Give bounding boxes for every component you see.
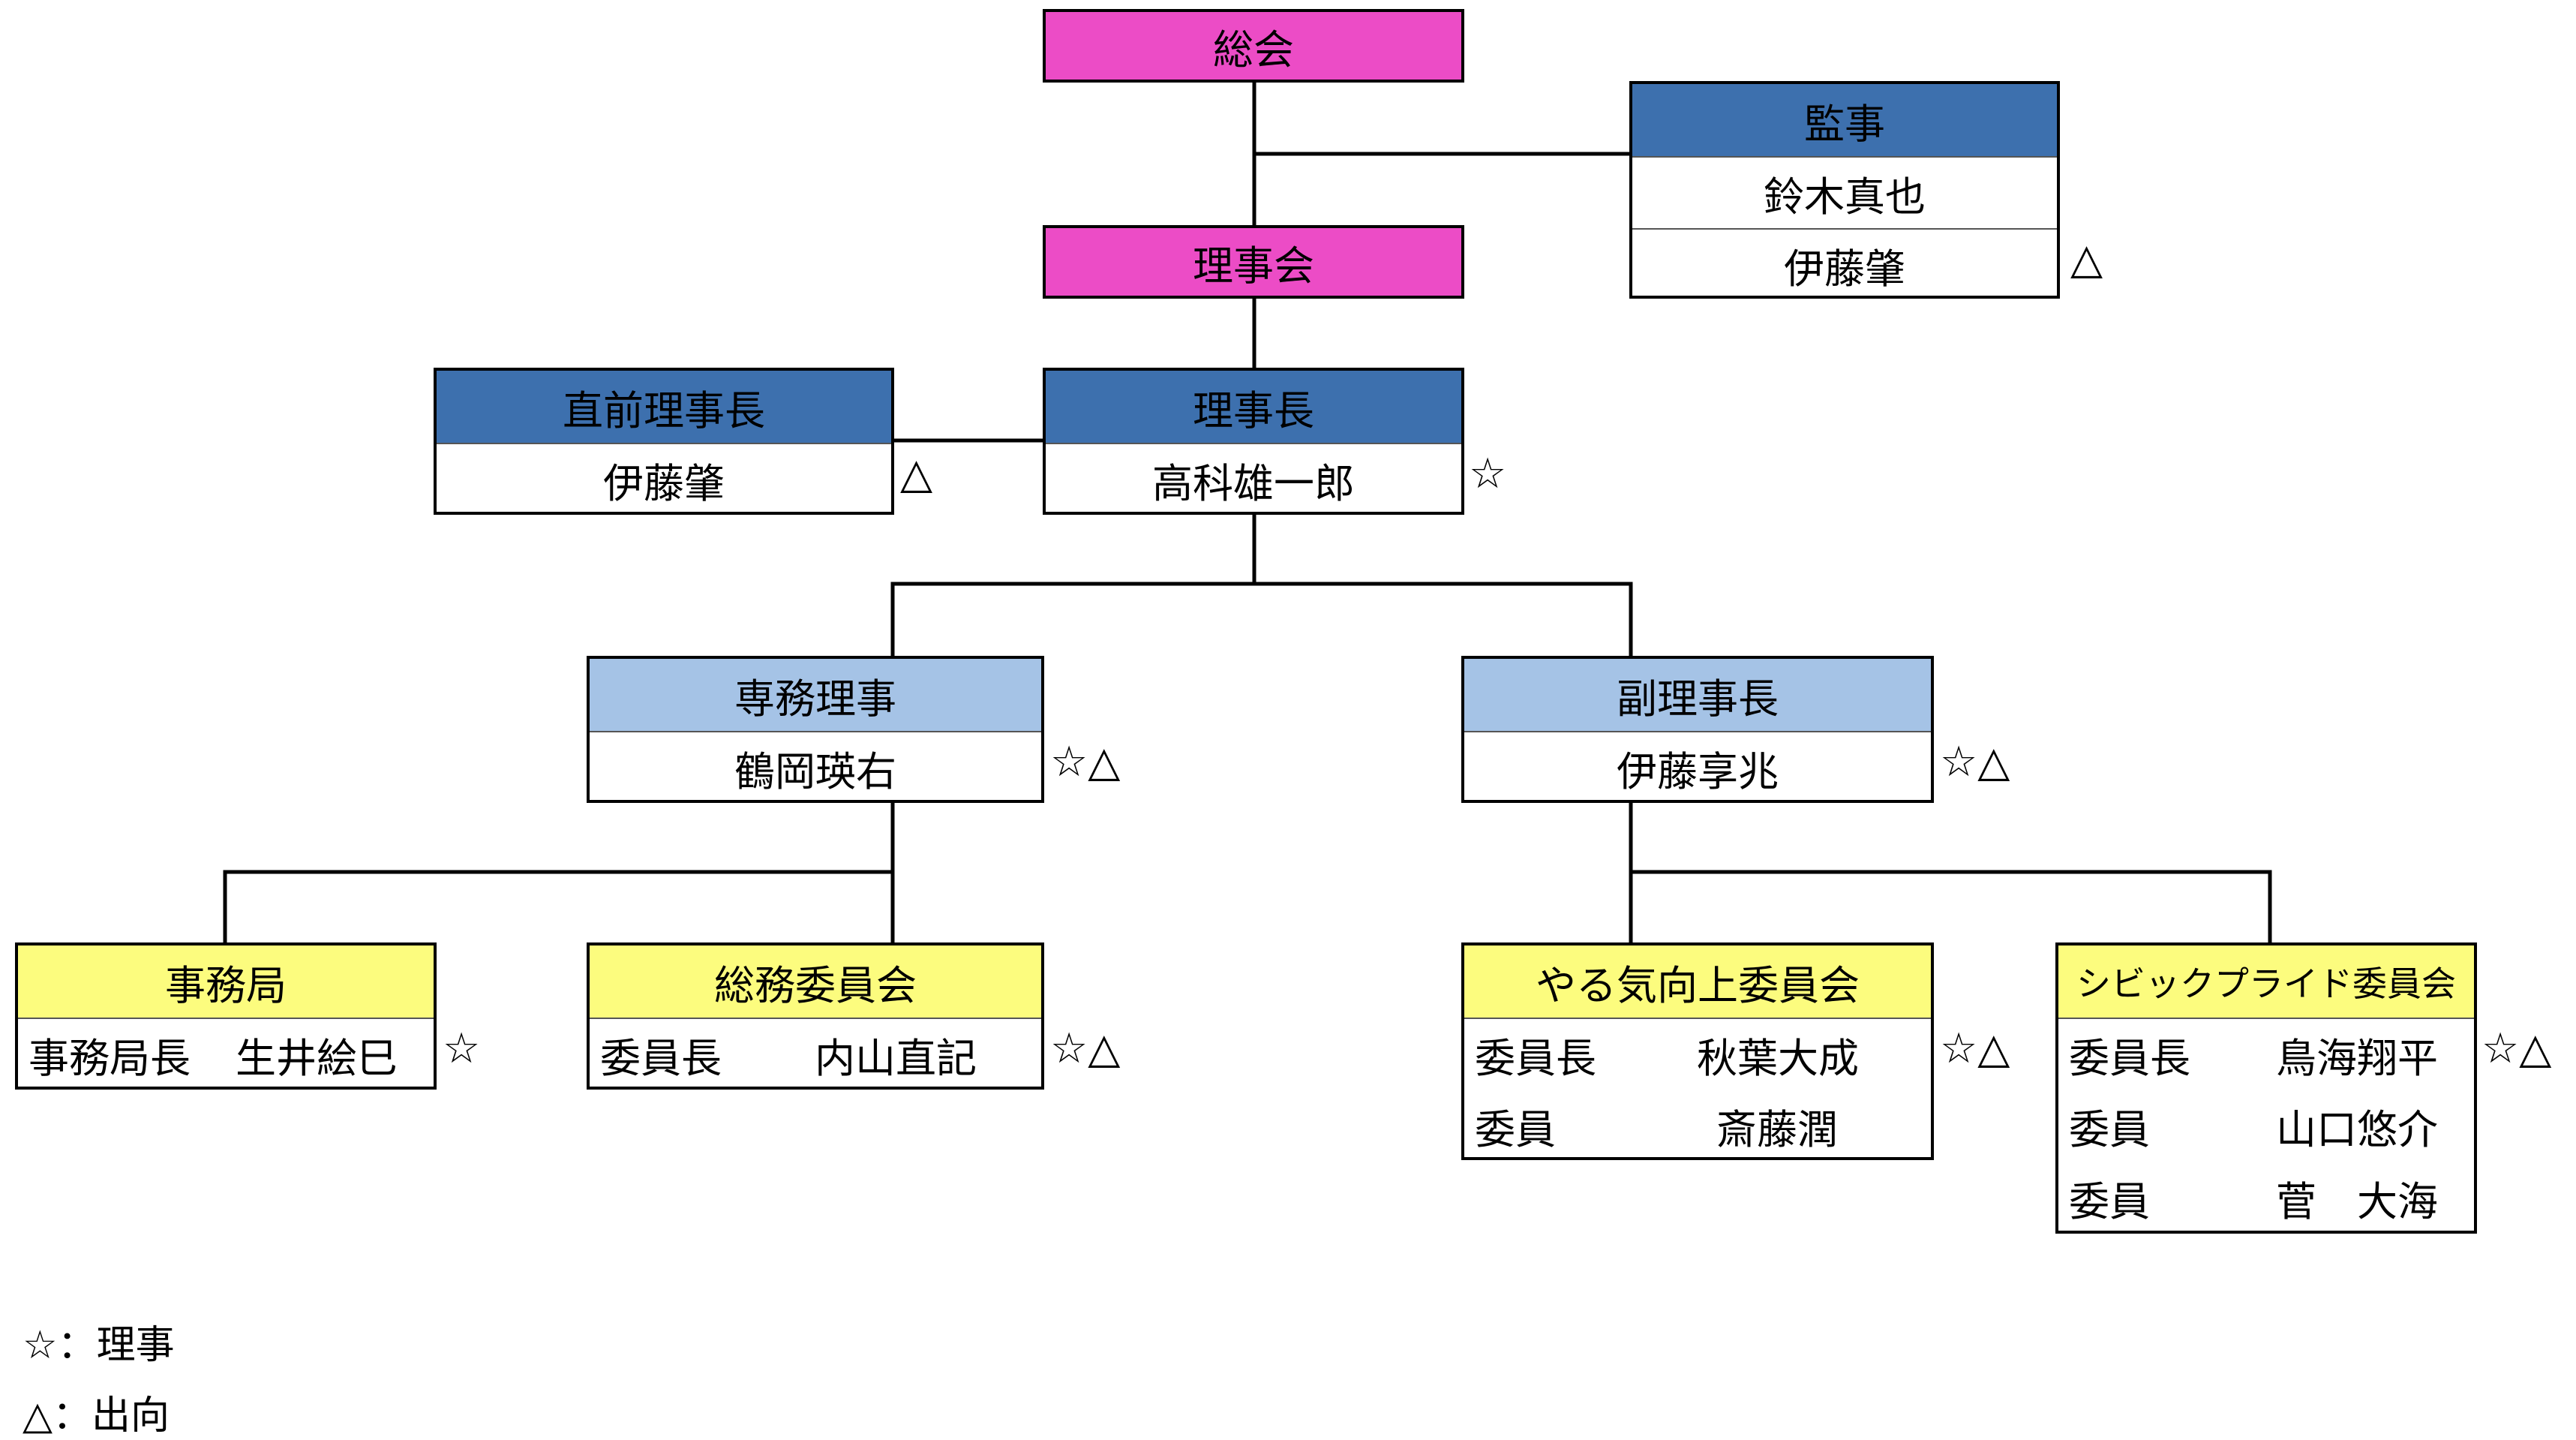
mark-yaruki: ☆△ (1940, 1024, 2010, 1073)
member-name: 伊藤享兆 (1464, 731, 1931, 803)
node-title: 総務委員会 (590, 945, 1041, 1018)
node-civic-pride-committee: シビックプライド委員会 委員長 鳥海翔平 委員 山口悠介 委員 菅 大海 (2055, 942, 2477, 1234)
member-name: 鈴木真也 (1632, 156, 2057, 228)
mark-senmu: ☆△ (1050, 738, 1121, 786)
node-auditor: 監事 鈴木真也 伊藤肇 (1629, 81, 2060, 299)
mark-chokuzen: △ (900, 449, 933, 498)
member-name: 高科雄一郎 (1046, 443, 1461, 515)
member-role: 委員 (2069, 1105, 2150, 1153)
member-name: 内山直記 (815, 1034, 977, 1082)
member-row: 委員 斎藤潤 (1464, 1090, 1931, 1162)
mark-jimukyoku: ☆ (443, 1024, 481, 1073)
member-role: 委員 (2069, 1177, 2150, 1225)
legend-star: ☆：理事 (23, 1323, 175, 1368)
member-role: 委員 (1475, 1105, 1556, 1153)
member-row: 委員長 内山直記 (590, 1018, 1041, 1090)
mark-civic: ☆△ (2481, 1024, 2552, 1073)
member-name: 斎藤潤 (1716, 1105, 1838, 1153)
member-row: 委員 菅 大海 (2058, 1162, 2474, 1234)
member-name: 鳥海翔平 (2276, 1034, 2438, 1082)
mark-fukurijicho: ☆△ (1940, 738, 2010, 786)
mark-soumu: ☆△ (1050, 1024, 1121, 1073)
node-general-assembly: 総会 (1043, 9, 1464, 83)
node-executive-director: 専務理事 鶴岡瑛右 (587, 656, 1044, 803)
connector-senmu-children (223, 801, 895, 944)
member-role: 委員長 (2069, 1034, 2190, 1082)
node-title: やる気向上委員会 (1464, 945, 1931, 1018)
node-title: 事務局 (18, 945, 434, 1018)
member-role: 委員長 (600, 1034, 722, 1082)
mark-kanji-ito: △ (2070, 235, 2103, 284)
member-role: 委員長 (1475, 1034, 1596, 1082)
node-title: 理事長 (1046, 371, 1461, 443)
node-title: 副理事長 (1464, 659, 1931, 731)
node-past-president: 直前理事長 伊藤肇 (434, 368, 894, 515)
member-name: 生井絵巳 (236, 1034, 398, 1082)
node-title: 理事会 (1046, 228, 1461, 296)
member-name: 菅 大海 (2276, 1177, 2438, 1225)
member-name: 鶴岡瑛右 (590, 731, 1041, 803)
connector-fuku-children (1629, 801, 2272, 944)
node-title: 総会 (1046, 12, 1461, 80)
legend-triangle: △：出向 (23, 1393, 170, 1438)
member-role: 事務局長 (29, 1034, 191, 1082)
node-title: 監事 (1632, 84, 2057, 156)
member-row: 事務局長 生井絵巳 (18, 1018, 434, 1090)
member-row: 委員長 秋葉大成 (1464, 1018, 1931, 1090)
member-name: 伊藤肇 (437, 443, 891, 515)
node-president: 理事長 高科雄一郎 (1043, 368, 1464, 515)
node-secretariat: 事務局 事務局長 生井絵巳 (15, 942, 437, 1090)
node-title: シビックプライド委員会 (2058, 945, 2474, 1018)
member-row: 委員 山口悠介 (2058, 1090, 2474, 1162)
member-row: 委員長 鳥海翔平 (2058, 1018, 2474, 1090)
member-name: 伊藤肇 (1632, 228, 2057, 300)
node-title: 直前理事長 (437, 371, 891, 443)
connector-second-level (890, 582, 1633, 657)
node-board-of-directors: 理事会 (1043, 225, 1464, 299)
member-name: 秋葉大成 (1697, 1034, 1859, 1082)
member-name: 山口悠介 (2276, 1105, 2438, 1153)
node-title: 専務理事 (590, 659, 1041, 731)
mark-rijicho: ☆ (1469, 449, 1507, 498)
node-motivation-committee: やる気向上委員会 委員長 秋葉大成 委員 斎藤潤 (1461, 942, 1934, 1160)
node-vice-president: 副理事長 伊藤享兆 (1461, 656, 1934, 803)
node-general-affairs-committee: 総務委員会 委員長 内山直記 (587, 942, 1044, 1090)
